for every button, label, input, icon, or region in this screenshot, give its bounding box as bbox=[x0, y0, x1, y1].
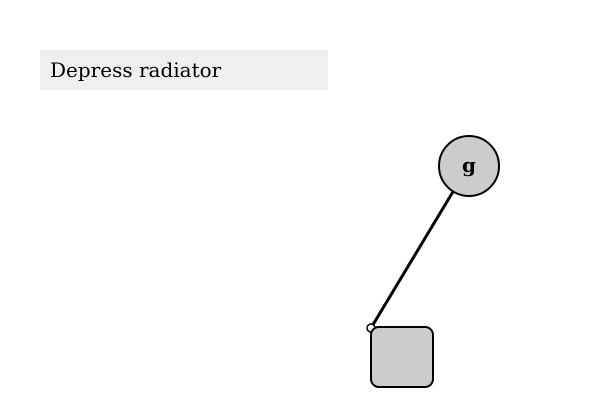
knob-circle[interactable] bbox=[438, 135, 500, 197]
radiator-block[interactable] bbox=[370, 326, 434, 388]
knob-key-label: g bbox=[462, 153, 476, 177]
lever-knob[interactable]: g bbox=[438, 135, 500, 197]
lever-arm bbox=[369, 188, 456, 330]
instruction-label: Depress radiator bbox=[40, 50, 328, 90]
